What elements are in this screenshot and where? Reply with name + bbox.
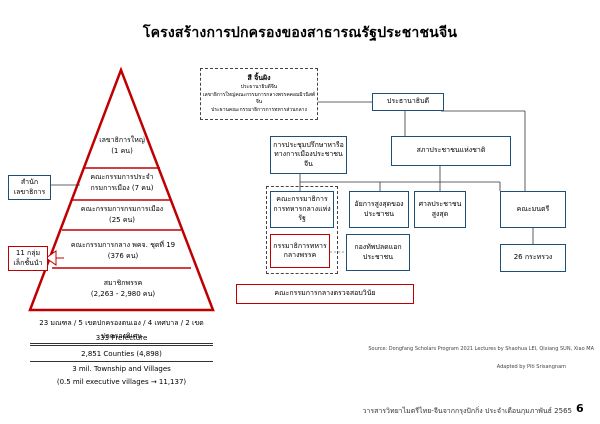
discipline-commission-box: คณะกรรมการกลางตรวจสอบวินัย [236,284,414,304]
tier-standing-committee: คณะกรรมการประจำกรมการเมือง (7 คน) [90,173,154,192]
procuratorate-box: อัยการสูงสุดของประชาชน [349,191,409,228]
tier-party-members: สมาชิกพรรค(2,263 - 2,980 คน) [90,279,156,298]
level-provinces: 23 มณฑล / 5 เขตปกครองตนเอง / 4 เทศบาล / … [30,317,213,344]
secretariat-box: สำนักเลขาธิการ [8,175,51,200]
adapted-note: Adapted by Piti Srisangnam [496,364,566,370]
cppcc-box: การประชุมปรึกษาหารือทางการเมืองประชาชนจี… [270,136,347,174]
supreme-court-box: ศาลประชาชนสูงสุด [414,191,466,228]
page-number: 6 [576,402,584,415]
tier-politburo: คณะกรรมการกรมการเมือง(25 คน) [80,205,164,224]
npc-box: สภาประชาชนแห่งชาติ [391,136,511,166]
leader-note: สี จิ้นผิง ประธานาธิบดีจีน เลขาธิการใหญ่… [200,68,318,120]
footer-text: วารสารวิทยาไมตรีไทย-จีนจากกรุงปักกิ่ง ปร… [362,407,572,415]
state-council-box: คณะมนตรี [500,191,566,228]
tier-central-committee: คณะกรรมการกลาง พคจ. ชุดที่ 19(376 คน) [70,241,176,260]
party-cmc-box: กรรมาธิการทหารกลางพรรค [270,234,330,268]
president-box: ประธานาธิบดี [372,93,444,111]
page-title: โครงสร้างการปกครองของสาธารณรัฐประชาชนจีน [142,25,458,41]
tier-general-secretary: เลขาธิการใหญ่(1 คน) [99,136,145,155]
level-prefecture: 333 Prefecture [30,332,213,346]
state-cmc-box: คณะกรรมาธิการการทหารกลางแห่งรัฐ [270,191,334,228]
pla-box: กองทัพปลดแอกประชาชน [346,234,410,271]
ministries-box: 26 กระทรวง [500,244,566,272]
leading-groups-box: 11 กลุ่มเล็กชั้นนำ [8,246,48,271]
level-counties: 2,851 Counties (4,898) [30,348,213,362]
level-townships: 3 mil. Township and Villages (0.5 mil ex… [56,365,187,386]
source-note: Source: Dongfang Scholars Program 2021 L… [368,346,594,352]
military-group [266,186,338,274]
